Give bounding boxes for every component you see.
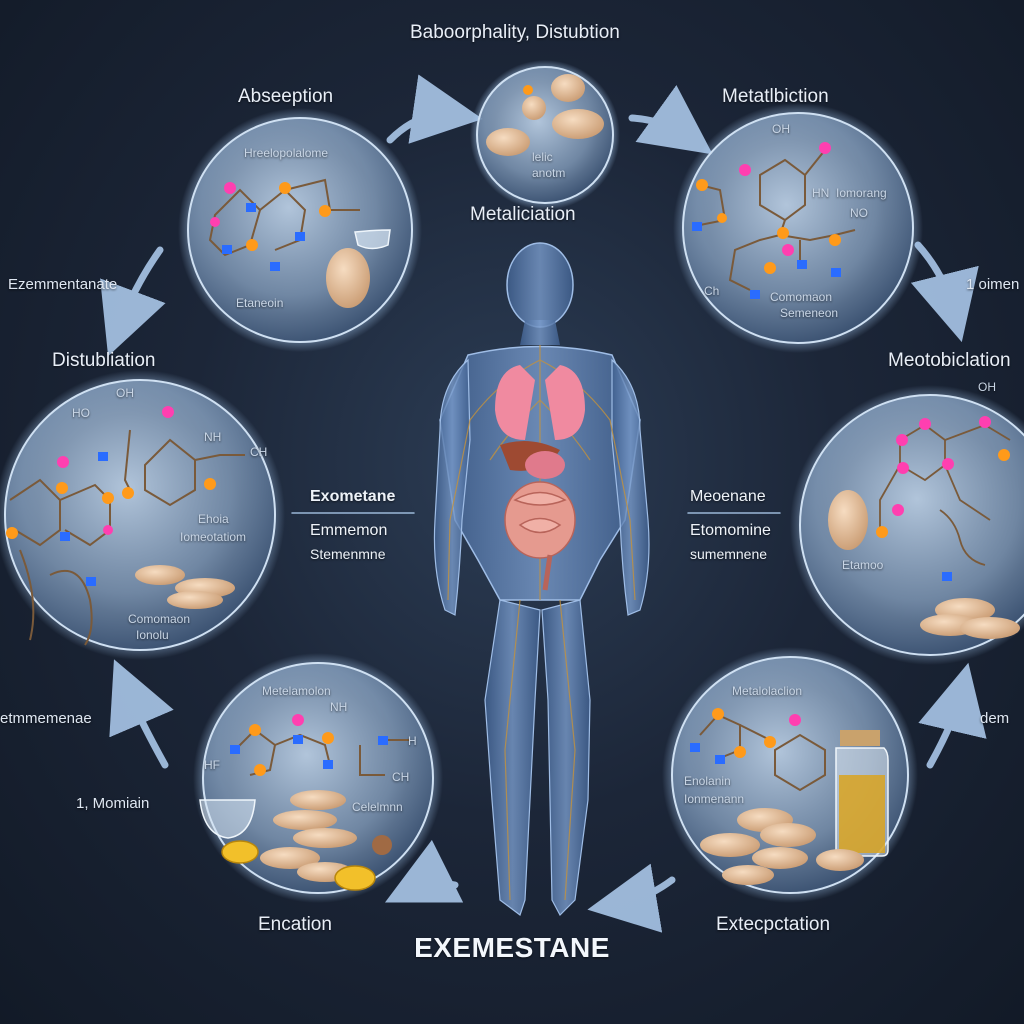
stage-label-top: Baboorphality, Distubtion — [410, 22, 620, 43]
excretion-right-note-2: Ionmenann — [684, 792, 745, 806]
distribution-note-b: Iomeotatiom — [180, 530, 247, 544]
stage-label-top-right: Metatlbiction — [722, 86, 829, 107]
arrow-absorption-to-distribution-top — [386, 74, 483, 144]
stage-label-right-upper: 1 oimen — [966, 276, 1020, 293]
distribution-note-a: Ehoia — [198, 512, 229, 526]
cycle-arrows — [100, 74, 987, 933]
head — [506, 242, 574, 328]
page-title: EXEMESTANE — [414, 932, 610, 963]
distribution-foot-b: Ionolu — [136, 628, 169, 642]
tablet — [293, 828, 357, 848]
tablet — [273, 810, 337, 830]
tablet — [290, 790, 346, 810]
distribution-note-1: lelic — [532, 150, 553, 164]
metabolism-right-code: OH — [978, 380, 996, 394]
arrow-right-upper — [910, 241, 979, 343]
metabolism-code-hn: HN — [812, 186, 830, 200]
intestines — [504, 481, 576, 591]
distribution-top-caption: Metaliciation — [470, 204, 576, 225]
metabolism-tag: Ch — [704, 284, 720, 298]
lungs — [495, 365, 585, 440]
center-right-line-2: Etomomine — [690, 522, 771, 539]
stage-label-bottom-left: Encation — [258, 914, 332, 935]
stage-label-bottom-right: Extecpctation — [716, 914, 831, 935]
excretion-left-code-h: H — [408, 734, 417, 748]
tablet — [760, 823, 816, 847]
bubble-distribution-left — [0, 370, 285, 660]
tablet — [552, 109, 604, 139]
stage-label-top-left: Abseeption — [238, 86, 334, 107]
tablet — [816, 849, 864, 871]
metabolism-note-2: NO — [850, 206, 868, 220]
neck — [520, 320, 560, 345]
distribution-code-ho: HO — [72, 406, 90, 420]
excretion-left-code-hf: HF — [204, 758, 220, 772]
tablet — [522, 96, 546, 120]
right-leg — [541, 599, 591, 916]
excretion-left-code-ch: CH — [392, 770, 410, 784]
stage-label-left-lower: etmmemenae — [0, 710, 92, 727]
arrow-bottom-right — [587, 863, 676, 933]
center-left-line-3: Stemenmne — [310, 546, 386, 562]
distribution-foot-a: Comomaon — [128, 612, 191, 626]
right-arm — [611, 358, 650, 616]
tablet — [828, 490, 868, 550]
left-leg — [484, 599, 541, 916]
human-figure — [433, 242, 650, 916]
stage-label-right-lower: dem — [980, 710, 1010, 727]
center-left-line-2: Emmemon — [310, 522, 388, 539]
metabolism-foot-1: Comomaon — [770, 290, 833, 304]
tablet — [700, 833, 760, 857]
stage-label-left-upper: Ezemmentanate — [8, 276, 118, 293]
tablet — [167, 591, 223, 609]
bubble-metabolism-top — [673, 103, 923, 353]
bubble-metabolism-right — [790, 385, 1024, 665]
metabolism-note: Iomorang — [836, 186, 887, 200]
arrow-left-upper — [100, 246, 166, 357]
center-right-line-3: sumemnene — [690, 546, 768, 562]
bubble-excretion-right — [662, 647, 918, 903]
tablet — [260, 847, 320, 869]
distribution-code-nh: NH — [204, 430, 222, 444]
tablet — [551, 74, 585, 102]
bubble-absorption — [178, 108, 422, 352]
left-arm — [433, 358, 471, 616]
stage-label-left: Distubliation — [52, 350, 156, 371]
tablet — [960, 617, 1020, 639]
excretion-left-title: Metelamolon — [262, 684, 331, 698]
excretion-left-code-nh: NH — [330, 700, 348, 714]
coin — [221, 840, 259, 864]
arrow-top-to-metabolism — [628, 85, 713, 155]
distribution-code-oh: OH — [116, 386, 134, 400]
arrow-left-lower — [109, 659, 174, 769]
tablet — [135, 565, 185, 585]
tablet — [722, 865, 774, 885]
tablet — [752, 847, 808, 869]
bubble-distribution-top — [470, 60, 620, 210]
tablet — [486, 128, 530, 156]
absorption-foot-label: Etaneoin — [236, 296, 284, 310]
excretion-left-note: Celelmnn — [352, 800, 403, 814]
center-right-line-1: Meoenane — [690, 488, 766, 505]
stage-label-right: Meotobiclation — [888, 350, 1011, 371]
distribution-note-2: anotm — [532, 166, 566, 180]
stomach — [525, 451, 565, 479]
coin — [334, 865, 376, 891]
metabolism-right-foot: Etamoo — [842, 558, 884, 572]
stage-label-left-lower-sub: 1, Momiain — [76, 795, 150, 812]
metabolism-foot-2: Semeneon — [780, 306, 839, 320]
center-left-line-1: Exometane — [310, 488, 396, 505]
excretion-right-note-1: Enolanin — [684, 774, 731, 788]
arrow-bottom-left — [384, 839, 464, 903]
arrow-right-lower — [918, 662, 987, 769]
metabolism-code-oh: OH — [772, 122, 790, 136]
excretion-right-title: Metalolaclion — [732, 684, 803, 698]
bubble-excretion-left — [193, 653, 443, 903]
distribution-code-ch: CH — [250, 445, 268, 459]
absorption-molecule-name: Hreelopolalome — [244, 146, 329, 160]
